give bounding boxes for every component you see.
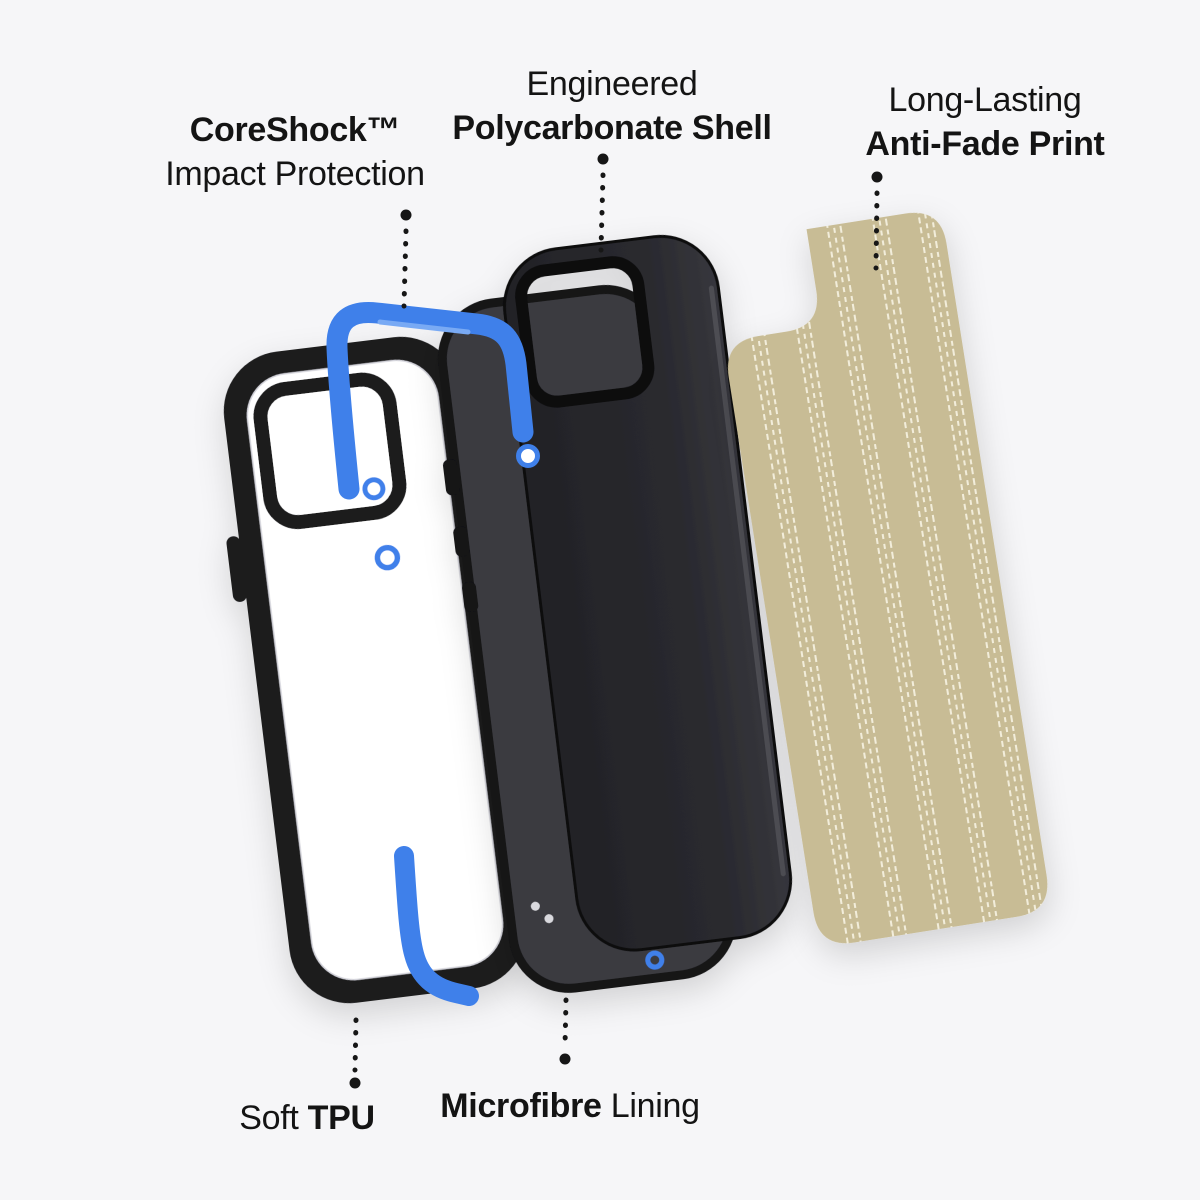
anti-fade-print-graphic: [727, 212, 1048, 944]
coreshock-tpu-bottom-piece: [394, 846, 479, 1006]
leader-coreshock: [400, 209, 412, 309]
callout-shell-line1: Engineered: [526, 65, 698, 103]
blue-lens-ring: [374, 544, 401, 571]
callout-coreshock-line2: Impact Protection: [165, 155, 425, 193]
callout-tpu-bold: TPU: [307, 1099, 375, 1137]
leader-soft-tpu: [349, 1017, 361, 1089]
polycarbonate-shell-graphic: [502, 234, 793, 952]
callout-print-line2: Anti-Fade Print: [865, 125, 1105, 163]
callout-coreshock: CoreShock™ Impact Protection: [165, 108, 425, 196]
speaker-hole: [530, 901, 540, 911]
callout-coreshock-line1: CoreShock™: [189, 111, 401, 149]
leader-polycarbonate-shell: [597, 153, 609, 253]
side-button: [443, 459, 460, 496]
callout-tpu-regular: Soft: [239, 1099, 308, 1137]
blue-lens-ring: [362, 477, 386, 501]
callout-polycarbonate-shell: Engineered Polycarbonate Shell: [452, 62, 772, 150]
callout-soft-tpu: Soft TPU: [239, 1096, 375, 1140]
callout-micro-bold: Microfibre: [440, 1087, 602, 1125]
side-button: [453, 526, 470, 557]
callout-anti-fade-print: Long-Lasting Anti-Fade Print: [865, 78, 1104, 166]
callout-micro-regular: Lining: [601, 1087, 700, 1125]
camera-cutout: [515, 256, 655, 408]
leader-anti-fade-print: [871, 171, 883, 271]
side-button: [226, 536, 247, 602]
coreshock-tpu-piece: [326, 302, 540, 1006]
callout-print-line1: Long-Lasting: [888, 81, 1082, 119]
blue-lanyard-hole: [645, 950, 665, 970]
bumper-case-graphic: [223, 336, 527, 1004]
callout-shell-line2: Polycarbonate Shell: [452, 109, 772, 147]
side-button: [462, 581, 479, 612]
leader-microfibre: [559, 997, 571, 1065]
blue-lens-ring: [516, 444, 540, 468]
shell-and-lining-graphic: [437, 234, 793, 993]
speaker-hole: [544, 914, 554, 924]
callout-microfibre-lining: Microfibre Lining: [440, 1084, 700, 1128]
